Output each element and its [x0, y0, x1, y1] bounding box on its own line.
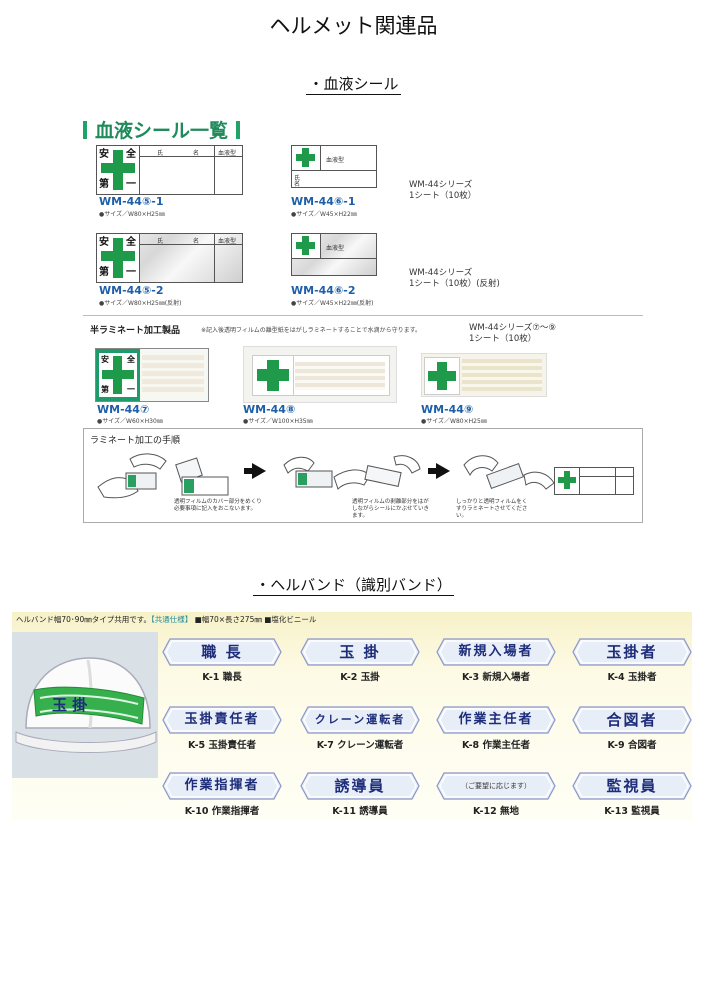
helband-caption: K-4 玉掛者	[607, 672, 657, 683]
svg-text:玉 掛: 玉 掛	[52, 696, 87, 714]
model-label: WM-44⑦	[97, 403, 150, 416]
helband-caption: K-11 誘導員	[332, 806, 388, 817]
helband-header: ヘルバンド幅70･90㎜タイプ共用です。【共通仕様】 ■幅70×長さ275㎜ ■…	[16, 615, 317, 624]
seal-wm44-5-2: 安 全 第 一 氏 名 血液型	[96, 233, 243, 283]
safety-first-mark: 安 全 第 一	[97, 146, 140, 194]
step-3-text: しっかりと透明フィルムをくすりラミネートさせてください。	[456, 499, 528, 519]
helband-text: 作業指揮者	[184, 778, 260, 793]
helband-badge: 監視員	[572, 772, 692, 800]
helband-badge: 玉掛責任者	[162, 706, 282, 734]
helband-text: 職 長	[201, 643, 243, 661]
helband-badge: 玉掛者	[572, 638, 692, 666]
series-info-1: WM-44シリーズ 1シート（10枚）	[409, 180, 477, 201]
helband-text: 監視員	[606, 777, 658, 795]
model-label: WM-44⑤-1	[99, 195, 164, 208]
model-label: WM-44⑧	[243, 403, 296, 416]
model-label: WM-44⑥-2	[291, 284, 356, 297]
size-label: ●サイズ／W100×H35㎜	[243, 418, 313, 425]
helband-caption: K-2 玉掛	[340, 672, 380, 683]
step-1-text: 透明フィルムのカバー部分をめくり必要事項に記入をおこないます。	[174, 499, 262, 512]
helband-badge: （ご要望に応じます）	[436, 772, 556, 800]
model-label: WM-44⑨	[421, 403, 474, 416]
catalog-title: 血液シール一覧	[83, 116, 240, 143]
helband-badge: 作業指揮者	[162, 772, 282, 800]
helband-caption: K-13 監視員	[604, 806, 660, 817]
step-2-text: 透明フィルムの剥離部分をはがしながらシールにかぶせていきます。	[352, 499, 430, 519]
step3-illustration	[463, 455, 555, 490]
model-label: WM-44⑤-2	[99, 284, 164, 297]
helband-text: クレーン運転者	[314, 713, 406, 726]
size-label: ●サイズ／W80×H25㎜	[99, 211, 165, 218]
half-laminate-note: ※記入後透明フィルムの離型紙をはがしラミネートすることで水滴から守ります。	[201, 327, 422, 334]
seal-wm44-6-2: 血液型	[291, 233, 377, 276]
helband-badge: 玉 掛	[300, 638, 420, 666]
step2-illustration	[283, 455, 421, 490]
helband-caption: K-5 玉掛責任者	[188, 740, 256, 751]
section-heading-blood-seal: ・血液シール	[306, 75, 401, 95]
helband-badge: 作業主任者	[436, 706, 556, 734]
laminate-seal-9	[421, 353, 547, 397]
procedure-title: ラミネート加工の手順	[90, 436, 181, 446]
section-heading-helband: ・ヘルバンド（識別バンド）	[253, 576, 454, 596]
series-info-2: WM-44シリーズ 1シート（10枚）(反射)	[409, 268, 500, 289]
size-label: ●サイズ／W60×H30㎜	[97, 418, 163, 425]
size-label: ●サイズ／W45×H22㎜	[291, 211, 357, 218]
helband-badge: 合図者	[572, 706, 692, 734]
helband-text: 作業主任者	[458, 712, 534, 727]
model-label: WM-44⑥-1	[291, 195, 356, 208]
helband-badge: 誘導員	[300, 772, 420, 800]
blood-seal-catalog: 血液シール一覧 安 全 第 一 氏 名 血液型 WM-44⑤-1 ●サイズ／W8…	[83, 108, 643, 523]
helband-caption: K-8 作業主任者	[462, 740, 530, 751]
half-laminate-title: 半ラミネート加工製品	[90, 326, 181, 336]
helband-badge: 職 長	[162, 638, 282, 666]
helband-caption: K-9 合図者	[607, 740, 657, 751]
laminate-procedure: ラミネート加工の手順 透明フィルムのカバー部分をめくり必要事項に記入をおこないま…	[83, 428, 643, 523]
divider	[83, 315, 643, 316]
laminate-seal-8	[243, 346, 397, 403]
helband-catalog: ヘルバンド幅70･90㎜タイプ共用です。【共通仕様】 ■幅70×長さ275㎜ ■…	[12, 612, 692, 820]
helband-caption: K-10 作業指揮者	[184, 806, 260, 817]
step1-illustration	[97, 453, 229, 499]
seal-wm44-5-1: 安 全 第 一 氏 名 血液型	[96, 145, 243, 195]
finished-seal	[554, 467, 634, 495]
helband-badge: 新規入場者	[436, 638, 556, 666]
seal-wm44-6-1: 血液型 氏 名	[291, 145, 377, 188]
safety-first-mark: 安 全 第 一	[97, 234, 140, 282]
series-info-3: WM-44シリーズ⑦～⑨ 1シート（10枚）	[469, 323, 556, 344]
size-label: ●サイズ／W45×H22㎜(反射)	[291, 300, 374, 307]
helband-text: 玉掛責任者	[184, 712, 260, 727]
page-title: ヘルメット関連品	[269, 14, 438, 38]
helmet-photo: 玉 掛	[12, 632, 158, 778]
helband-text: 合図者	[606, 711, 658, 729]
helband-text: 新規入場者	[458, 644, 534, 659]
helband-badge: クレーン運転者	[300, 706, 420, 734]
helband-text: 玉掛者	[606, 643, 658, 661]
size-label: ●サイズ／W80×H25㎜	[421, 418, 487, 425]
laminate-seal-7: 安 全 第 一	[95, 348, 209, 402]
helband-caption: K-7 クレーン運転者	[316, 740, 404, 751]
helband-caption: K-1 職長	[202, 672, 242, 683]
size-label: ●サイズ／W80×H25㎜(反射)	[99, 300, 182, 307]
helband-caption: K-12 無地	[472, 806, 519, 817]
helband-text: 玉 掛	[339, 643, 381, 661]
helband-caption: K-3 新規入場者	[462, 672, 530, 683]
helband-text: 誘導員	[334, 777, 386, 795]
helband-text: （ご要望に応じます）	[461, 782, 531, 790]
